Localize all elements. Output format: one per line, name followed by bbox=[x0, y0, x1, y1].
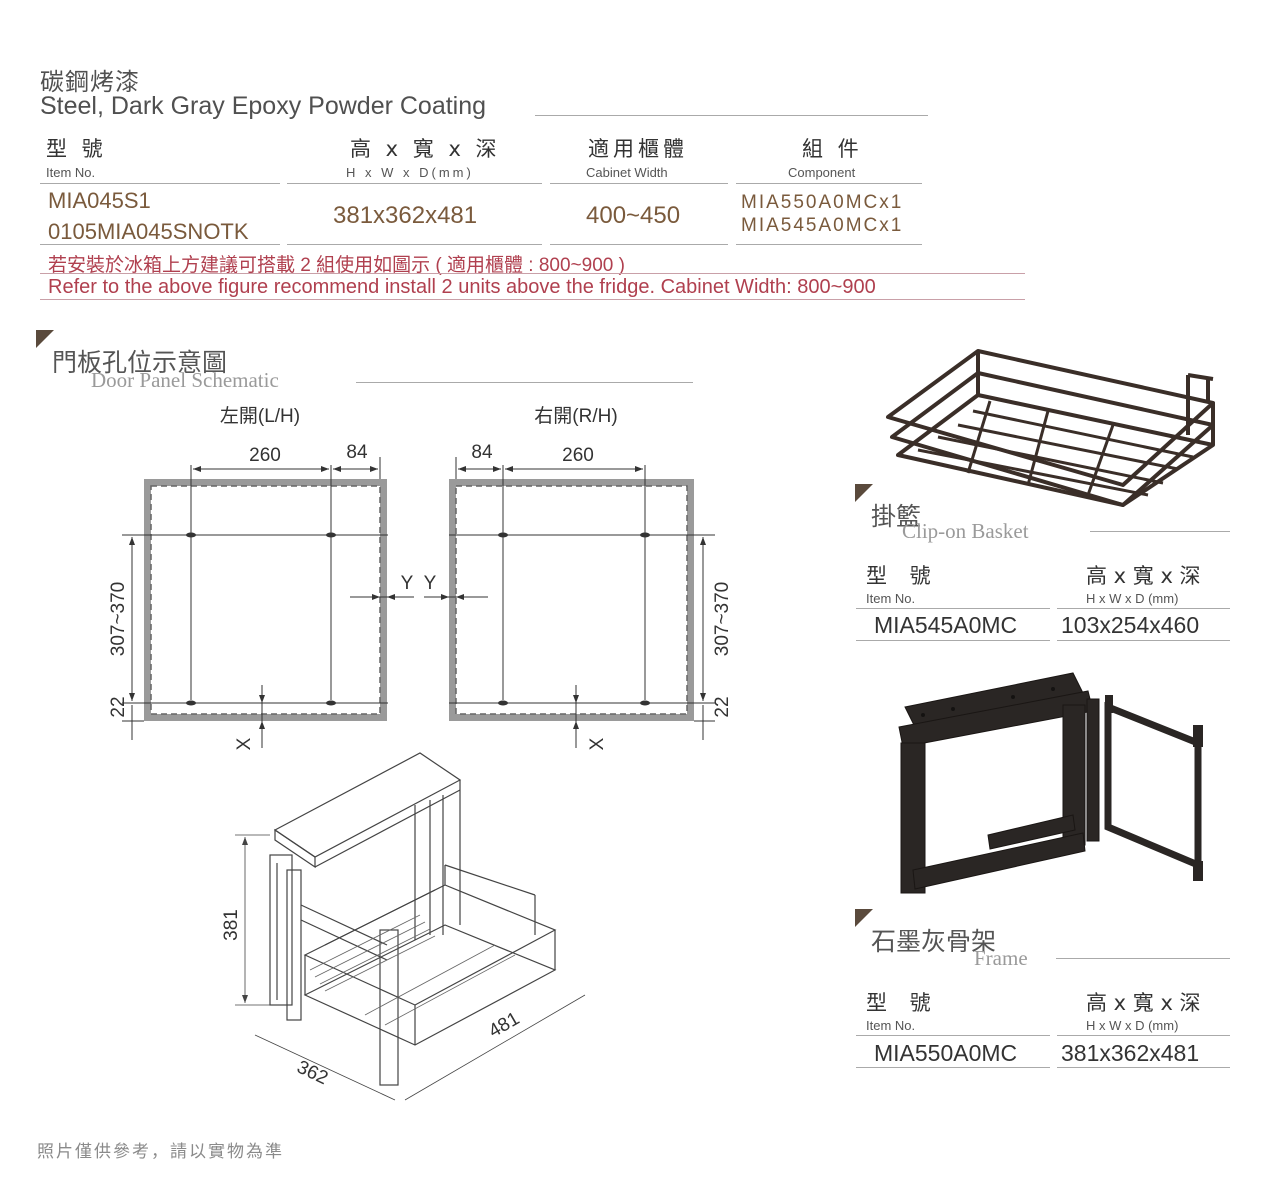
col-dim-zh: 高 x 寬 x 深 bbox=[350, 137, 501, 161]
dim-260: 260 bbox=[249, 445, 281, 466]
basket-dim-value: 103x254x460 bbox=[1061, 612, 1200, 638]
drawing-height: 381 bbox=[221, 909, 242, 941]
right-label: 右開(R/H) bbox=[534, 405, 617, 427]
basket-title-zh: 掛籃 bbox=[871, 502, 922, 531]
rule bbox=[1057, 1035, 1230, 1036]
dim-y-right: Y bbox=[424, 573, 437, 594]
rule bbox=[40, 273, 1025, 274]
dim-84-right: 84 bbox=[471, 442, 493, 463]
title-rule bbox=[535, 115, 928, 116]
footer-disclaimer: 照片僅供參考，請以實物為準 bbox=[37, 1142, 284, 1162]
basket-dim-label-zh: 高 x 寬 x 深 bbox=[1086, 564, 1201, 588]
dim-x-right: X bbox=[587, 737, 608, 750]
rule bbox=[736, 244, 922, 245]
section-marker bbox=[36, 330, 54, 348]
rule bbox=[550, 183, 728, 184]
dim-260-right: 260 bbox=[562, 445, 594, 466]
rule bbox=[40, 244, 280, 245]
item-no-1: MIA045S1 bbox=[48, 188, 151, 213]
rule bbox=[40, 183, 280, 184]
section-marker bbox=[855, 909, 873, 927]
frame-item-label-en: Item No. bbox=[866, 1018, 916, 1033]
col-cabinet-zh: 適用櫃體 bbox=[588, 137, 688, 161]
dim-22: 22 bbox=[108, 696, 129, 717]
col-component-en: Component bbox=[788, 165, 856, 180]
frame-image bbox=[898, 672, 1203, 894]
col-cabinet-en: Cabinet Width bbox=[586, 165, 668, 180]
dim-x: X bbox=[234, 737, 255, 750]
col-item-zh: 型 號 bbox=[46, 137, 107, 161]
product-line-drawing: 381 362 481 bbox=[221, 752, 586, 1101]
basket-title-en: Clip-on Basket bbox=[902, 519, 1029, 543]
schematic-title-zh: 門板孔位示意圖 bbox=[52, 348, 228, 377]
title-en: Steel, Dark Gray Epoxy Powder Coating bbox=[40, 92, 487, 120]
dimensions-value: 381x362x481 bbox=[333, 202, 478, 229]
basket-item-label-zh: 型 號 bbox=[866, 564, 939, 588]
basket-item-label-en: Item No. bbox=[866, 591, 916, 606]
rule bbox=[356, 382, 693, 383]
frame-title-en: Frame bbox=[974, 946, 1028, 970]
component-2: MIA545A0MCx1 bbox=[741, 215, 904, 236]
drawing-width: 362 bbox=[294, 1057, 332, 1089]
rule bbox=[856, 1067, 1050, 1068]
drawing-depth: 481 bbox=[485, 1008, 523, 1042]
door-panel-schematic: 左開(L/H) 右開(R/H) 260 84 307~370 22 X Y bbox=[108, 405, 733, 750]
schematic-title-en: Door Panel Schematic bbox=[91, 368, 279, 392]
component-1: MIA550A0MCx1 bbox=[741, 192, 904, 213]
rule bbox=[856, 1035, 1050, 1036]
note-en: Refer to the above figure recommend inst… bbox=[48, 276, 876, 298]
left-panel: 260 84 307~370 22 X Y bbox=[108, 442, 414, 750]
title-zh: 碳鋼烤漆 bbox=[40, 68, 140, 96]
frame-title-zh: 石墨灰骨架 bbox=[871, 927, 997, 956]
dim-y: Y bbox=[401, 573, 414, 594]
frame-dim-label-en: H x W x D (mm) bbox=[1086, 1018, 1179, 1033]
dim-vertical: 307~370 bbox=[108, 582, 129, 657]
cabinet-width-value: 400~450 bbox=[586, 202, 681, 229]
item-no-2: 0105MIA045SNOTK bbox=[48, 219, 249, 244]
col-dim-en: H x W x D(mm) bbox=[346, 165, 474, 180]
rule bbox=[1057, 640, 1230, 641]
rule bbox=[1057, 608, 1230, 609]
frame-dim-value: 381x362x481 bbox=[1061, 1040, 1200, 1066]
rule bbox=[1090, 531, 1230, 532]
basket-dim-label-en: H x W x D (mm) bbox=[1086, 591, 1179, 606]
frame-item-label-zh: 型 號 bbox=[866, 991, 939, 1015]
rule bbox=[1057, 1067, 1230, 1068]
note-zh: 若安裝於冰箱上方建議可搭載 2 組使用如圖示 ( 適用櫃體 : 800~900 … bbox=[48, 255, 625, 276]
frame-dim-label-zh: 高 x 寬 x 深 bbox=[1086, 991, 1201, 1015]
rule bbox=[40, 299, 1025, 300]
dim-22-right: 22 bbox=[712, 696, 733, 717]
col-component-zh: 組 件 bbox=[802, 137, 863, 161]
rule bbox=[287, 183, 542, 184]
rule bbox=[736, 183, 922, 184]
frame-item-value: MIA550A0MC bbox=[874, 1040, 1018, 1066]
right-panel: 84 260 307~370 22 X Y bbox=[424, 442, 733, 750]
basket-item-value: MIA545A0MC bbox=[874, 612, 1018, 638]
rule bbox=[550, 244, 728, 245]
col-item-en: Item No. bbox=[46, 165, 96, 180]
rule bbox=[1056, 958, 1230, 959]
dim-84: 84 bbox=[346, 442, 368, 463]
rule bbox=[856, 640, 1050, 641]
rule bbox=[287, 244, 542, 245]
section-marker bbox=[855, 484, 873, 502]
dim-vertical-right: 307~370 bbox=[712, 582, 733, 657]
left-label: 左開(L/H) bbox=[220, 405, 300, 427]
clip-on-basket-image bbox=[886, 349, 1215, 507]
rule bbox=[856, 608, 1050, 609]
